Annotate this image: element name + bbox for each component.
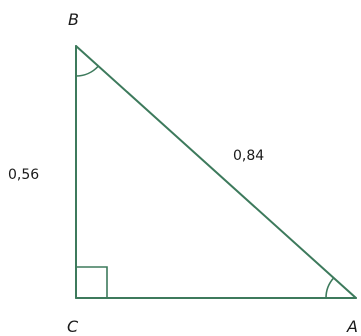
vertex-label-b: B	[68, 10, 79, 29]
right-angle-marker-c	[76, 266, 108, 298]
side-length-bc: 0,56	[8, 167, 39, 183]
angle-arc-a	[325, 277, 335, 299]
side-ab	[75, 45, 357, 299]
side-length-ab: 0,84	[233, 148, 264, 164]
vertex-label-a: A	[346, 317, 358, 336]
vertex-label-c: C	[67, 317, 79, 336]
angle-arc-b	[75, 65, 99, 77]
